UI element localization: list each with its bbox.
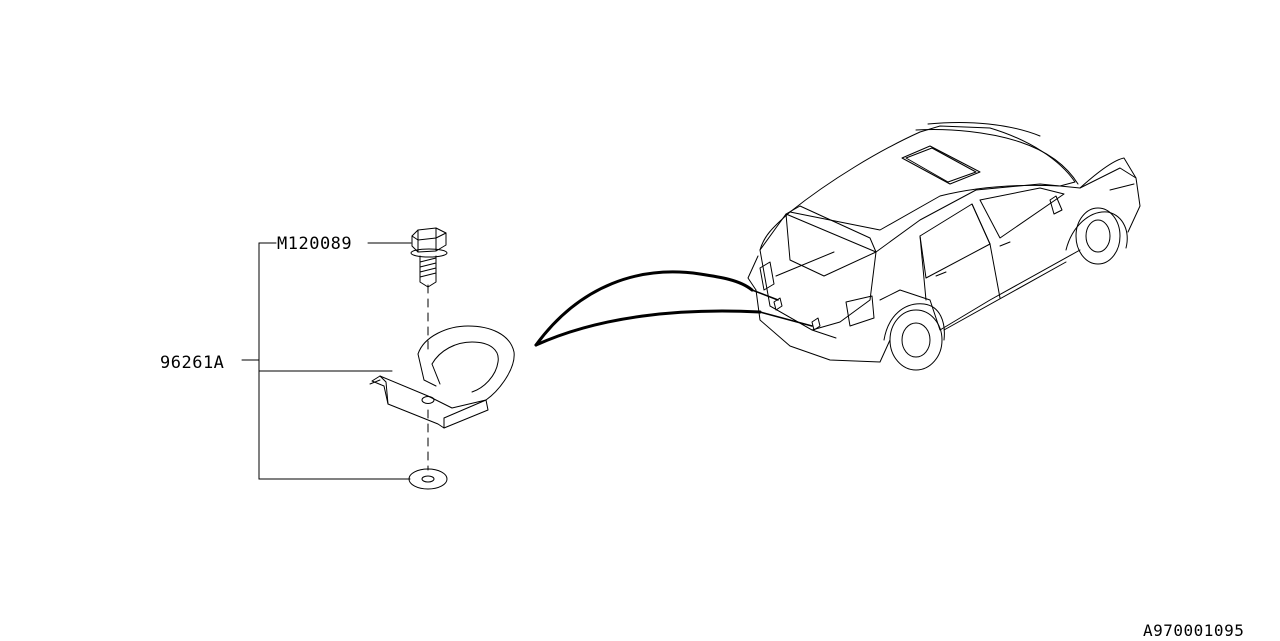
- location-pointer: [534, 270, 813, 347]
- bolt-part-number: M120089: [277, 234, 353, 254]
- tie-down-hook-icon: [369, 325, 515, 429]
- washer-icon: [408, 468, 448, 490]
- diagram-reference-code: A970001095: [1143, 621, 1245, 640]
- bolt-icon: [410, 227, 448, 288]
- hook-assembly-part-number: 96261A: [160, 353, 225, 373]
- leader-lines: [241, 242, 412, 480]
- vehicle-icon: [747, 122, 1141, 371]
